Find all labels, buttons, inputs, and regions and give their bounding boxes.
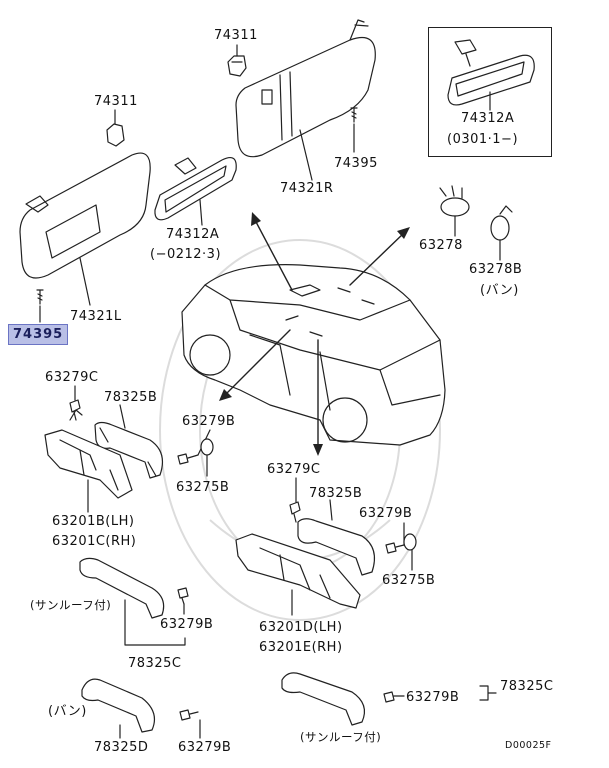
bracket-78325C-left: [124, 599, 186, 646]
label-74321L: 74321L: [70, 309, 122, 324]
label-78325D: 78325D: [94, 740, 149, 755]
leader-78325B-left: [119, 404, 126, 429]
screw-right: [350, 107, 358, 123]
label-78325C-left: 78325C: [128, 656, 182, 671]
label-63201C: 63201C(RH): [52, 534, 137, 549]
diagram-code: D00025F: [505, 740, 552, 751]
label-63279C-left: 63279C: [45, 370, 99, 385]
label-van-1: (バン): [480, 283, 519, 298]
label-78325C-right: 78325C: [500, 679, 554, 694]
bolt-63279B-left2: [177, 587, 189, 605]
bolt-63279C-left: [69, 399, 81, 421]
label-sunroof-right: (サンルーフ付): [300, 730, 382, 744]
bolt-63279B-right: [385, 542, 405, 554]
label-63279B-br: 63279B: [406, 690, 460, 705]
grip-handle-right: [297, 518, 375, 576]
label-63279C-right: 63279C: [267, 462, 321, 477]
pointer-arrows: [224, 219, 406, 449]
label-van-2: (バン): [48, 704, 87, 719]
visor-holder-left: [106, 123, 125, 147]
label-63279B-right: 63279B: [359, 506, 413, 521]
leader-74321R: [299, 129, 313, 181]
label-63278: 63278: [419, 238, 463, 253]
cap-63275B-left: [200, 438, 214, 456]
label-74312A-mid: 74312A: [166, 227, 220, 242]
label-63279B-bottom: 63279B: [178, 740, 232, 755]
label-74312A-inset: 74312A: [461, 111, 515, 126]
rearview-mirror-inset: [447, 39, 535, 106]
label-78325B-left: 78325B: [104, 390, 158, 405]
bolt-63279C-right: [289, 501, 301, 523]
label-63201E: 63201E(RH): [259, 640, 343, 655]
car-outline: [181, 264, 446, 446]
bracket-left: [44, 409, 133, 499]
grip-handle-sunroof-left: [79, 557, 165, 619]
label-63279B-left2: 63279B: [160, 617, 214, 632]
label-63275B-right: 63275B: [382, 573, 436, 588]
label-74395-right: 74395: [334, 156, 378, 171]
bolt-63279B-left: [177, 453, 199, 465]
cap-63275B-right: [403, 533, 417, 551]
grip-handle-sunroof-right: [281, 672, 365, 726]
label-63201D: 63201D(LH): [259, 620, 343, 635]
label-74311-top: 74311: [214, 28, 258, 43]
sun-visor-left: [19, 152, 151, 279]
bracket-right: [235, 533, 361, 609]
grip-handle-van: [81, 678, 155, 733]
rearview-mirror: [154, 157, 237, 221]
leader-78325B-right: [329, 499, 333, 521]
label-mid-range: (−0212·3): [150, 247, 222, 262]
screw-left: [36, 289, 44, 305]
label-inset-range: (0301·1−): [447, 132, 519, 147]
clip-63278: [439, 185, 470, 217]
bolt-63279B-br: [383, 691, 405, 703]
label-63275B-left: 63275B: [176, 480, 230, 495]
sun-visor-right: [235, 19, 376, 158]
label-63278B: 63278B: [469, 262, 523, 277]
label-74395-highlight[interactable]: 74395: [8, 324, 69, 345]
label-63201B: 63201B(LH): [52, 514, 135, 529]
bracket-78325C-right: [479, 685, 497, 701]
label-63279B-left: 63279B: [182, 414, 236, 429]
label-74311-left: 74311: [94, 94, 138, 109]
label-74321R: 74321R: [280, 181, 334, 196]
visor-holder-top: [227, 55, 247, 77]
bolt-63279B-bottom: [179, 709, 199, 721]
leader-74321L: [79, 257, 91, 306]
inset-box: [428, 27, 552, 157]
label-78325B-right: 78325B: [309, 486, 363, 501]
clip-63278B: [490, 205, 513, 241]
leader-74312A-mid: [199, 199, 203, 226]
label-sunroof-left: (サンルーフ付): [30, 598, 112, 612]
